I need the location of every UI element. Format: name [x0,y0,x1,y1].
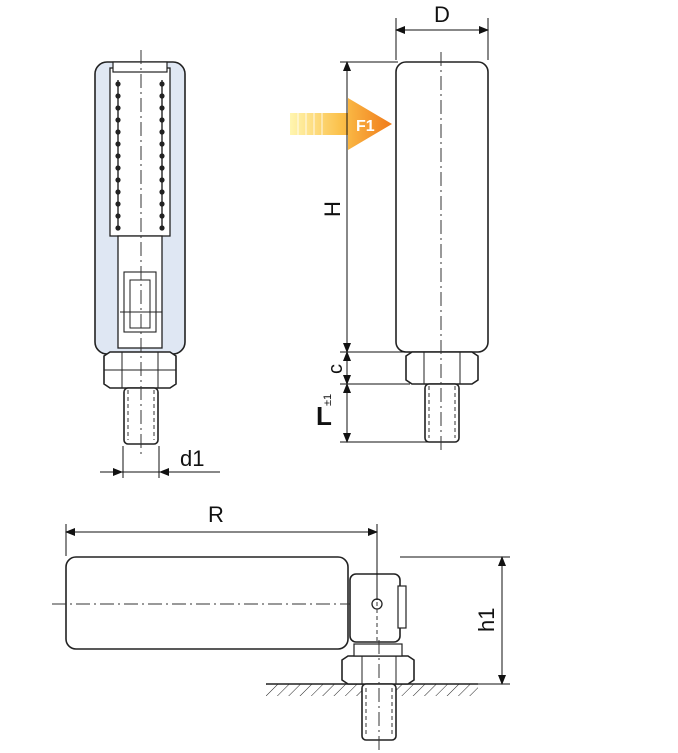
spring-coil [115,81,121,87]
spring-coil [159,129,165,135]
spring-coil [159,153,165,159]
label-h1: h1 [474,608,499,632]
side-view: R h1 [52,502,510,750]
spring-coil [159,201,165,207]
spring-coil [159,141,165,147]
spring-coil [159,117,165,123]
label-f1: F1 [356,118,375,135]
spring-coil [159,165,165,171]
label-c: c [325,364,347,374]
spring-coil [115,201,121,207]
label-l: L [316,401,332,431]
spring-coil [159,93,165,99]
hex-nut-bottom [341,655,415,685]
spring-coil [115,177,121,183]
spring-coil [115,225,121,231]
spring-coil [115,105,121,111]
label-r: R [208,502,224,527]
spring-coil [159,225,165,231]
spring-coil [115,213,121,219]
label-h: H [320,201,345,217]
force-arrow-f1: F1 [290,98,392,150]
front-view: D H c L ±1 [316,2,489,452]
spring-coil [115,141,121,147]
spring-coil [159,105,165,111]
spring-coil [115,153,121,159]
spring-coil [115,129,121,135]
label-l-tolerance: ±1 [322,394,334,406]
label-d1: d1 [180,446,204,471]
knob-body [395,61,489,353]
threaded-stud-right [424,383,460,443]
knob-body-horizontal [65,556,349,650]
label-d: D [434,2,450,27]
spring-coil [159,81,165,87]
spring-coil [159,189,165,195]
spring-coil [115,189,121,195]
hex-nut-right [405,351,479,385]
spring-coil [115,93,121,99]
spring-coil [115,165,121,171]
spring-coil [159,177,165,183]
spring-coil [115,117,121,123]
spring-coil [159,213,165,219]
section-view: d1 [94,50,220,478]
